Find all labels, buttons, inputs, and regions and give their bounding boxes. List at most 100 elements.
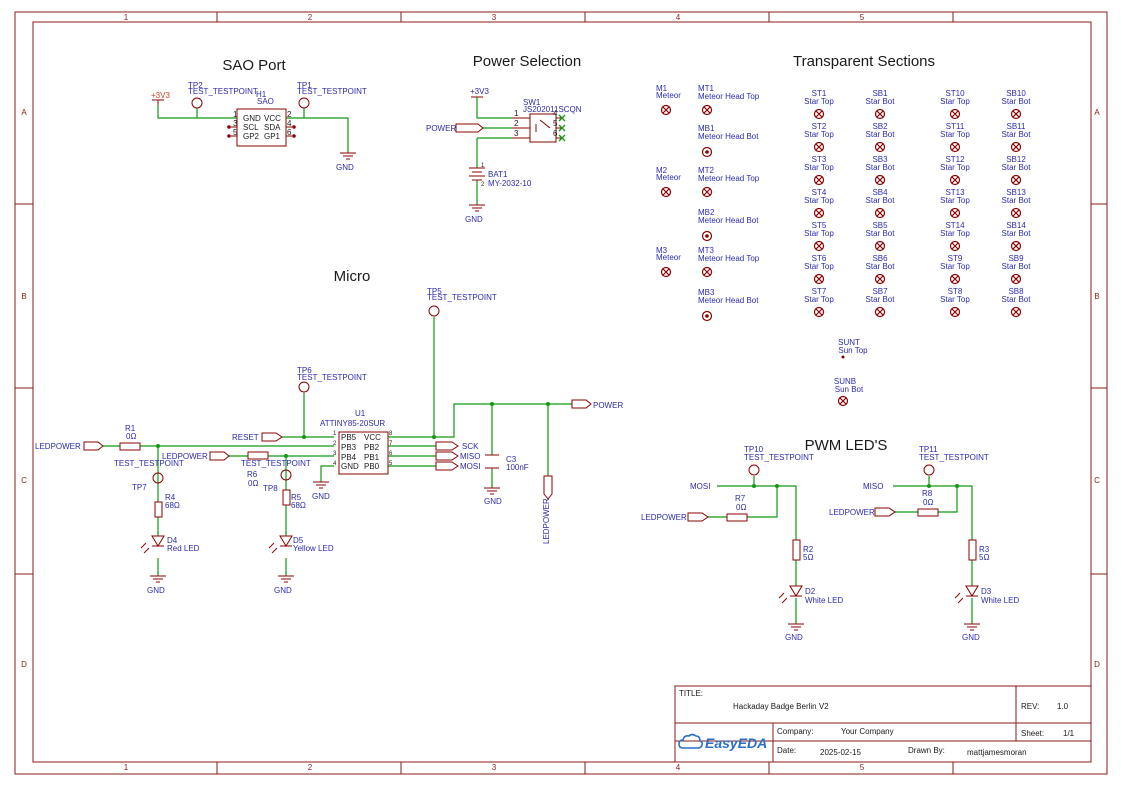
meteor-head-2-ref: MB1 <box>698 124 715 133</box>
star-st10-icon <box>949 108 961 120</box>
ledpower-net-label-left: LEDPOWER <box>35 442 81 451</box>
section-title-transparent: Transparent Sections <box>793 53 935 70</box>
r7-value: 0Ω <box>736 503 746 512</box>
star-st13-icon-cross <box>951 209 959 217</box>
u1-num-7: 7 <box>389 441 393 447</box>
star-sb1-value: Star Bot <box>866 97 896 106</box>
star-st5-icon <box>813 240 825 252</box>
pwm-miso-label: MISO <box>863 482 883 491</box>
star-st11-icon <box>949 141 961 153</box>
tp7-value: TEST_TESTPOINT <box>114 459 184 468</box>
u1-pin-pb1: PB1 <box>364 453 380 462</box>
section-title-pwm: PWM LED'S <box>805 437 888 454</box>
date-value: 2025-02-15 <box>820 748 861 757</box>
company-value: Your Company <box>841 727 894 736</box>
star-st2-ref: ST2 <box>812 122 827 131</box>
star-st1-value: Star Top <box>804 97 834 106</box>
star-sb3-ref: SB3 <box>872 155 888 164</box>
star-sb7-icon-cross <box>876 308 884 316</box>
star-st6-icon-cross <box>815 275 823 283</box>
r8-value: 0Ω <box>923 498 933 507</box>
star-sb5-ref: SB5 <box>872 221 888 230</box>
mosi-net-label: MOSI <box>460 462 480 471</box>
star-sb13-value: Star Bot <box>1002 196 1032 205</box>
frame-col-1-bottom: 1 <box>124 763 129 772</box>
frame-row-c: C <box>21 476 27 485</box>
u1-pin-pb5: PB5 <box>341 433 357 442</box>
meteor-3-value: Meteor <box>656 253 681 262</box>
micro-gnd-label-2: GND <box>274 586 292 595</box>
frame-row-a-right: A <box>1094 108 1100 117</box>
star-sb8-icon-cross <box>1012 308 1020 316</box>
sheet-value: 1/1 <box>1063 729 1075 738</box>
pwm-ledpower-label-1: LEDPOWER <box>641 513 687 522</box>
d2-value: White LED <box>805 596 843 605</box>
star-st9-value: Star Top <box>940 262 970 271</box>
h1-pin-gp1: GP1 <box>264 132 281 141</box>
reset-net-label: RESET <box>232 433 259 442</box>
sw1-pin-5: 5 <box>553 119 558 128</box>
frame-col-4: 4 <box>676 13 681 22</box>
meteor-head-6-icon <box>701 310 713 322</box>
star-sb11-icon-cross <box>1012 143 1020 151</box>
title-label: TITLE: <box>679 689 703 698</box>
h1-pin-gp2: GP2 <box>243 132 260 141</box>
meteor-1-icon <box>660 104 672 116</box>
r2-value: 5Ω <box>803 553 813 562</box>
meteor-head-6-value: Meteor Head Bot <box>698 296 759 305</box>
star-sb10-icon <box>1010 108 1022 120</box>
u1-num-5: 5 <box>389 461 393 467</box>
star-st7-value: Star Top <box>804 295 834 304</box>
tp11-ref: TP11 <box>919 445 938 454</box>
meteor-head-3-icon <box>701 186 713 198</box>
drawing-frame <box>14 11 1108 775</box>
u1-num-6: 6 <box>389 451 393 457</box>
meteor-1-value: Meteor <box>656 91 681 100</box>
frame-col-3: 3 <box>492 13 497 22</box>
star-sb3-value: Star Bot <box>866 163 896 172</box>
star-st11-value: Star Top <box>940 130 970 139</box>
star-sb7-icon <box>874 306 886 318</box>
frame-col-4-bottom: 4 <box>676 763 681 772</box>
meteor-head-6-ref: MB3 <box>698 288 715 297</box>
star-st13-ref: ST13 <box>945 188 965 197</box>
ledpower-vertical-label: LEDPOWER <box>542 498 551 544</box>
meteor-head-2-value: Meteor Head Bot <box>698 132 759 141</box>
star-sb13-ref: SB13 <box>1006 188 1026 197</box>
ledpower-net-label-mid: LEDPOWER <box>162 452 208 461</box>
r1-value: 0Ω <box>126 432 136 441</box>
c3-ref: C3 <box>506 455 517 464</box>
meteor-3-icon-cross <box>662 268 670 276</box>
micro-gnd-label-1: GND <box>147 586 165 595</box>
h1-num-1: 1 <box>233 110 238 119</box>
u1-num-1: 1 <box>333 431 337 437</box>
sw1-pin-1: 1 <box>514 109 519 118</box>
section-title-power: Power Selection <box>473 53 581 70</box>
star-st7-icon <box>813 306 825 318</box>
sw1-ref: SW1 <box>523 98 541 107</box>
star-st13-value: Star Top <box>940 196 970 205</box>
u1-num-3: 3 <box>333 451 337 457</box>
star-sb10-icon-cross <box>1012 110 1020 118</box>
star-sb14-value: Star Bot <box>1002 229 1032 238</box>
tp6-ref: TP6 <box>297 366 312 375</box>
cloud-icon <box>678 733 704 749</box>
meteor-head-2-icon-center <box>705 150 709 154</box>
star-sb7-ref: SB7 <box>872 287 888 296</box>
sun-top-dot <box>841 355 845 359</box>
sw1-pin-3: 3 <box>514 129 519 138</box>
r7-ref: R7 <box>735 494 746 503</box>
r3-ref: R3 <box>979 545 990 554</box>
frame-col-5: 5 <box>860 13 865 22</box>
meteor-1-icon-cross <box>662 106 670 114</box>
drawn-by-label: Drawn By: <box>908 746 945 755</box>
title-value: Hackaday Badge Berlin V2 <box>733 702 829 711</box>
star-st5-ref: ST5 <box>812 221 827 230</box>
meteor-head-4-ref: MB2 <box>698 208 715 217</box>
title-block: TITLE: Hackaday Badge Berlin V2 REV: 1.0… <box>674 685 1092 763</box>
frame-row-b-right: B <box>1094 292 1099 301</box>
h1-num-6: 6 <box>287 128 292 137</box>
power-net-label: POWER <box>426 124 456 133</box>
